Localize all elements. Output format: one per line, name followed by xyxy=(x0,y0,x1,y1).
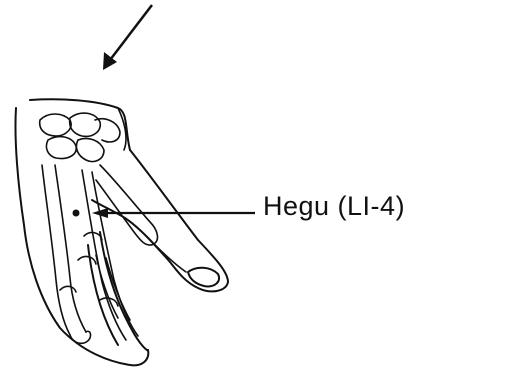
label-pointer-arrow xyxy=(92,208,255,218)
hand-outline xyxy=(15,99,228,365)
direction-arrow xyxy=(103,5,152,70)
hegu-point-marker xyxy=(73,210,80,217)
hegu-label: Hegu (LI-4) xyxy=(263,193,405,220)
bone-structures xyxy=(40,108,186,343)
